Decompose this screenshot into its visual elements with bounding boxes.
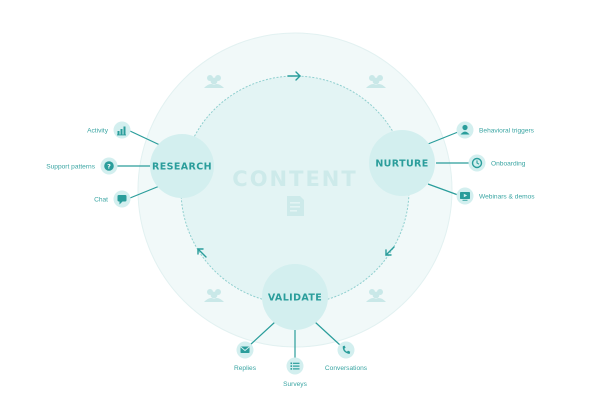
envelope-icon: [240, 346, 250, 353]
arrow-up-left-icon: [197, 248, 207, 258]
connector-line: [129, 184, 163, 199]
connector-line: [427, 131, 459, 145]
arrow-down-left-icon: [385, 246, 395, 256]
webinars-demos-label: Webinars & demos: [479, 194, 535, 201]
connector-line: [427, 183, 459, 196]
center-title: CONTENT: [232, 167, 357, 191]
research-label: RESEARCH: [152, 162, 212, 173]
support-patterns-label: Support patterns: [46, 164, 95, 171]
presentation-icon: [460, 192, 470, 201]
people-watermark-icon: [366, 289, 386, 302]
phone-icon: [342, 345, 351, 354]
nurture-node[interactable]: [369, 130, 435, 196]
bar-chart-icon: [117, 126, 126, 136]
person-icon: [460, 124, 470, 135]
chat-bubble-icon: [117, 195, 127, 205]
connector-line: [314, 321, 341, 346]
question-icon: ?: [104, 161, 114, 171]
conversations-icon-badge[interactable]: [337, 341, 355, 359]
behavioral-triggers-label: Behavioral triggers: [479, 128, 535, 135]
connector-line: [129, 130, 163, 147]
people-watermark-icon: [204, 75, 224, 88]
connector-line: [249, 321, 276, 346]
people-watermark-icon: [204, 289, 224, 302]
surveys-label: Surveys: [283, 381, 308, 388]
activity-label: Activity: [87, 128, 109, 135]
nurture-label: NURTURE: [375, 159, 428, 170]
svg-text:?: ?: [107, 162, 111, 170]
validate-node[interactable]: [262, 264, 328, 330]
research-node[interactable]: [150, 134, 214, 198]
validate-label: VALIDATE: [268, 293, 322, 304]
document-icon: [287, 196, 304, 216]
conversations-label: Conversations: [325, 365, 368, 372]
replies-label: Replies: [234, 365, 257, 372]
arrow-right-icon: [287, 71, 301, 81]
onboarding-label: Onboarding: [491, 161, 526, 168]
chat-label: Chat: [94, 197, 108, 204]
list-icon: [290, 362, 300, 370]
clock-icon: [471, 157, 483, 169]
people-watermark-icon: [366, 75, 386, 88]
